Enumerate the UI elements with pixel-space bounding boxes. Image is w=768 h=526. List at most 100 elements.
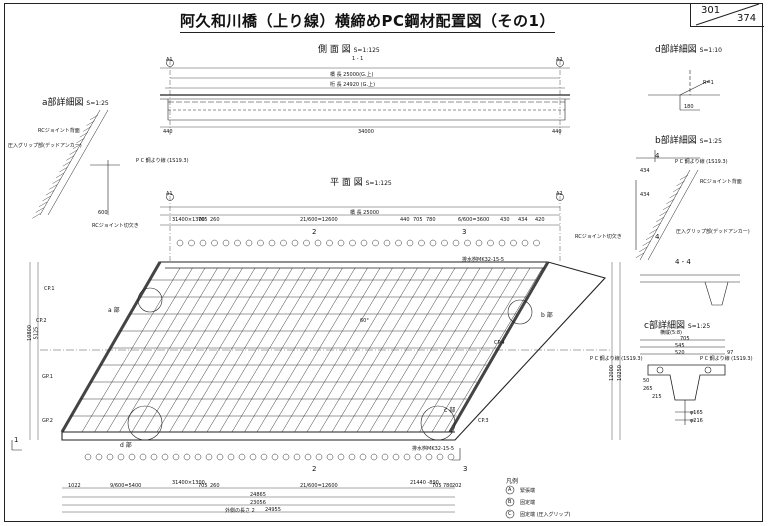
hatch-line — [679, 174, 689, 180]
axis-a2-plan: A2 — [556, 191, 563, 197]
anchor-bubble — [205, 453, 213, 461]
bottom-dim-6: 21440 -890 — [410, 480, 439, 486]
hatch-line — [66, 155, 75, 161]
detail-c-dia-1: φ165 — [690, 410, 703, 416]
side-right-1: 12000 — [608, 365, 615, 381]
detail-b-note-3: 圧入グリップ部(デッドアンカー) — [676, 229, 750, 235]
hatch-line — [45, 190, 54, 196]
top-dim-9: 434 — [518, 217, 528, 223]
axis-a1-plan: A1 — [166, 191, 173, 197]
anchor-bubble — [414, 453, 422, 461]
anchor-bubble — [194, 453, 202, 461]
drawing-title: 阿久和川橋（上り線）横締めPC鋼材配置図（その1） — [180, 10, 555, 33]
anchor-bubble — [395, 239, 402, 247]
anchor-bubble — [360, 239, 368, 247]
anchor-bubble — [188, 239, 195, 247]
anchor-bubble — [291, 239, 299, 247]
side-section-mark: 1 - 1 — [352, 56, 364, 62]
hatch-line — [635, 252, 644, 258]
anchor-bubble — [95, 453, 103, 461]
detail-c-dim-2: 520 — [675, 350, 685, 356]
section-mark-2-top: 2 — [312, 228, 317, 236]
anchor-bubble — [429, 239, 437, 247]
detail-a-note-1: RCジョイント背面 — [38, 128, 80, 134]
hatch-line — [86, 120, 95, 126]
anchor-bubble — [150, 453, 158, 461]
anchor-bubble — [293, 453, 301, 461]
anchor-bubble — [315, 453, 323, 461]
bottom-dim-4: 260 — [210, 483, 220, 489]
hatch-line — [72, 143, 82, 149]
side-overall-dim: 34000 — [358, 129, 374, 135]
hatch-line — [676, 180, 685, 186]
anchor-bubble — [337, 453, 345, 461]
detail-b-dim-2: 434 — [640, 192, 650, 198]
pc-tendon — [119, 267, 218, 433]
anchor-bubble — [452, 239, 460, 247]
top-dim-6: 780 — [426, 217, 436, 223]
anchor-bubble — [303, 239, 310, 247]
detail-c-dim-4: 50 — [643, 378, 650, 384]
hatch-line — [38, 201, 48, 207]
part-c-label: c 部 — [444, 407, 456, 414]
part-b-label: b 部 — [541, 312, 553, 319]
callout-cp4: CP.4 — [494, 340, 505, 346]
side-left-gap: 440 — [163, 129, 173, 135]
hatch-line — [62, 161, 71, 167]
bottom-dim-1: 9/600=5400 — [110, 483, 142, 489]
hatch-line — [42, 196, 51, 202]
anchor-bubble — [475, 239, 483, 247]
anchor-bubble — [106, 453, 114, 461]
anchor-bubble — [314, 239, 322, 247]
drain-bottom: 排水桝MK32-15-5 — [412, 446, 455, 452]
callout-cp2: CP.2 — [36, 318, 47, 324]
pc-tendon — [431, 267, 531, 433]
anchor-bubble — [211, 239, 218, 247]
bottom-dim-5: 21/600=12600 — [300, 483, 338, 489]
detail-b-heading: b部詳細図 S=1:25 — [655, 136, 722, 146]
total-dim-3: 24955 — [265, 507, 281, 513]
side-bridge-length: 橋 長 25000(G.上) — [330, 72, 374, 78]
top-dim-0: 31400×1300 — [172, 217, 205, 223]
hatch-line — [669, 192, 678, 198]
side-right-gap: 440 — [552, 129, 562, 135]
anchor-bubble — [403, 453, 411, 461]
anchor-bubble — [406, 239, 414, 247]
top-dim-1: 705 — [198, 217, 208, 223]
side-right-2: 10250 — [616, 365, 623, 381]
pc-tendon — [419, 267, 518, 433]
pc-tendon — [444, 267, 543, 433]
pc-tendon — [181, 267, 281, 433]
hatch-line — [55, 172, 65, 178]
bottom-dim-2: 31400×1300 — [172, 480, 205, 486]
callout-gp2: GP.2 — [42, 418, 53, 424]
detail-d-dim: 180 — [684, 104, 694, 110]
detail-b-note-1: P C 鋼より線 (1S19.3) — [675, 159, 728, 165]
hatch-line — [645, 234, 655, 240]
hatch-line — [59, 167, 68, 173]
detail-c-dim-1: 545 — [675, 343, 685, 349]
side-girder-length: 桁 長 24920 (G.上) — [330, 82, 376, 88]
anchor-bubble — [271, 453, 279, 461]
anchor-bubble — [425, 453, 433, 461]
axis-a2-side: A2 — [556, 57, 563, 63]
anchor-bubble — [392, 453, 400, 461]
detail-c-dia-2: φ216 — [690, 418, 703, 424]
part-a-label: a 部 — [108, 307, 120, 314]
hatch-line — [656, 216, 665, 222]
side-left-1: 10800 — [26, 325, 33, 341]
detail-a-dim: 600 — [98, 210, 108, 216]
hatch-line — [69, 149, 78, 155]
section-mark-4-top: 4 — [655, 152, 660, 160]
total-dim-2: 23056 — [250, 500, 266, 506]
joint-note-right: RCジョイント切欠き — [575, 234, 622, 240]
anchor-bubble — [359, 453, 367, 461]
detail-b-note-2: RCジョイント背面 — [700, 179, 742, 185]
anchor-bubble — [521, 239, 529, 247]
hatch-line — [83, 126, 92, 132]
pc-tendon — [94, 267, 193, 433]
anchor-bubble — [464, 239, 471, 247]
drawing-frame — [4, 3, 763, 522]
bottom-dim-7: 705 — [432, 483, 442, 489]
hatch-line — [649, 228, 658, 234]
